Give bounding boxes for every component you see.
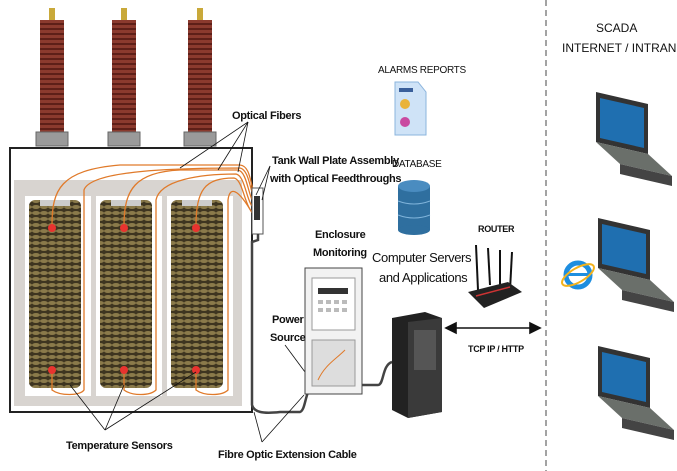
leader-lines [69,121,306,443]
optical-fibers-label: Optical Fibers [232,110,301,122]
transformer-tank [9,147,253,413]
database-label: DATABASE [392,159,442,170]
transformer-bushing-icon [107,8,141,147]
temperature-sensor-icon [192,366,200,374]
internet-explorer-icon [561,260,595,290]
tank-wall-plate-assembly [251,187,264,235]
temperature-sensors [48,224,200,374]
monitoring-enclosure-icon [304,267,363,395]
temperature-sensor-icon [192,224,200,232]
temperature-sensors-label: Temperature Sensors [66,440,173,452]
power-source-label-line2: Source [270,332,306,344]
tank-wall-label-line1: Tank Wall Plate Assembly [272,155,400,167]
laptop-icon [598,218,674,312]
laptop-icon [598,346,674,440]
optical-fibers [51,164,257,396]
alarms-reports-label: ALARMS REPORTS [378,65,466,76]
temperature-sensor-icon [48,224,56,232]
transformer-bushing-icon [183,8,217,147]
server-tower-icon [392,312,442,418]
laptop-icon [596,92,672,186]
enclosure-label-line2: Monitoring [313,247,367,259]
temperature-sensor-icon [48,366,56,374]
laptops [596,92,674,440]
scada-label: SCADA [596,21,637,35]
transformer-coil-icon [171,200,223,388]
router-label: ROUTER [478,224,515,234]
power-source-label-line1: Power [272,314,305,326]
tcp-ip-connection-arrow [444,321,542,335]
router-icon [468,244,522,308]
servers-label-line2: and Applications [379,270,468,285]
database-icon [397,180,431,235]
transformer-bushings [35,8,217,147]
transformer-bushing-icon [35,8,69,147]
report-document-icon [394,81,427,136]
server-cable [358,360,393,387]
tank-wall-label-line2: with Optical Feedthroughs [269,173,401,185]
temperature-sensor-icon [120,224,128,232]
transformer-coil-icon [29,200,81,388]
tcp-ip-label: TCP IP / HTTP [468,344,524,354]
fibre-cable-label: Fibre Optic Extension Cable [218,449,357,461]
temperature-sensor-icon [120,366,128,374]
internet-intranet-label: INTERNET / INTRANET [562,41,677,55]
servers-label-line1: Computer Servers [372,250,472,265]
enclosure-label-line1: Enclosure [315,229,366,241]
